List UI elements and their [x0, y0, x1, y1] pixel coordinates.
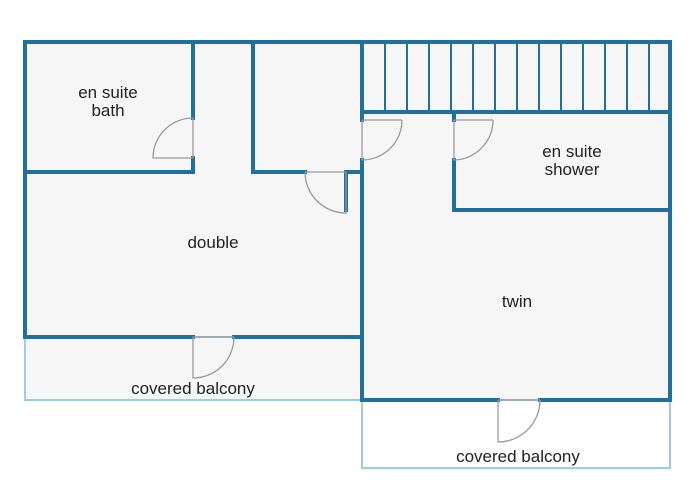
room-label-balcony-right: covered balcony	[456, 447, 580, 466]
floor-area	[25, 42, 670, 400]
room-label-en-suite-shower-1: en suite	[542, 142, 602, 161]
walls	[23, 40, 672, 402]
door-swing-icon	[192, 336, 235, 379]
staircase-icon	[384, 44, 650, 112]
room-label-en-suite-bath-2: bath	[91, 101, 124, 120]
door-swing-icon	[497, 399, 541, 443]
room-label-twin: twin	[502, 292, 532, 311]
door-swing-icon	[453, 119, 494, 161]
door-swing-icon	[304, 171, 347, 214]
door-swing-icon	[361, 119, 403, 161]
room-label-en-suite-bath-1: en suite	[78, 83, 138, 102]
room-label-balcony-left: covered balcony	[131, 379, 255, 398]
door-swing-icon	[152, 117, 194, 159]
room-label-double: double	[187, 233, 238, 252]
room-label-en-suite-shower-2: shower	[545, 160, 600, 179]
